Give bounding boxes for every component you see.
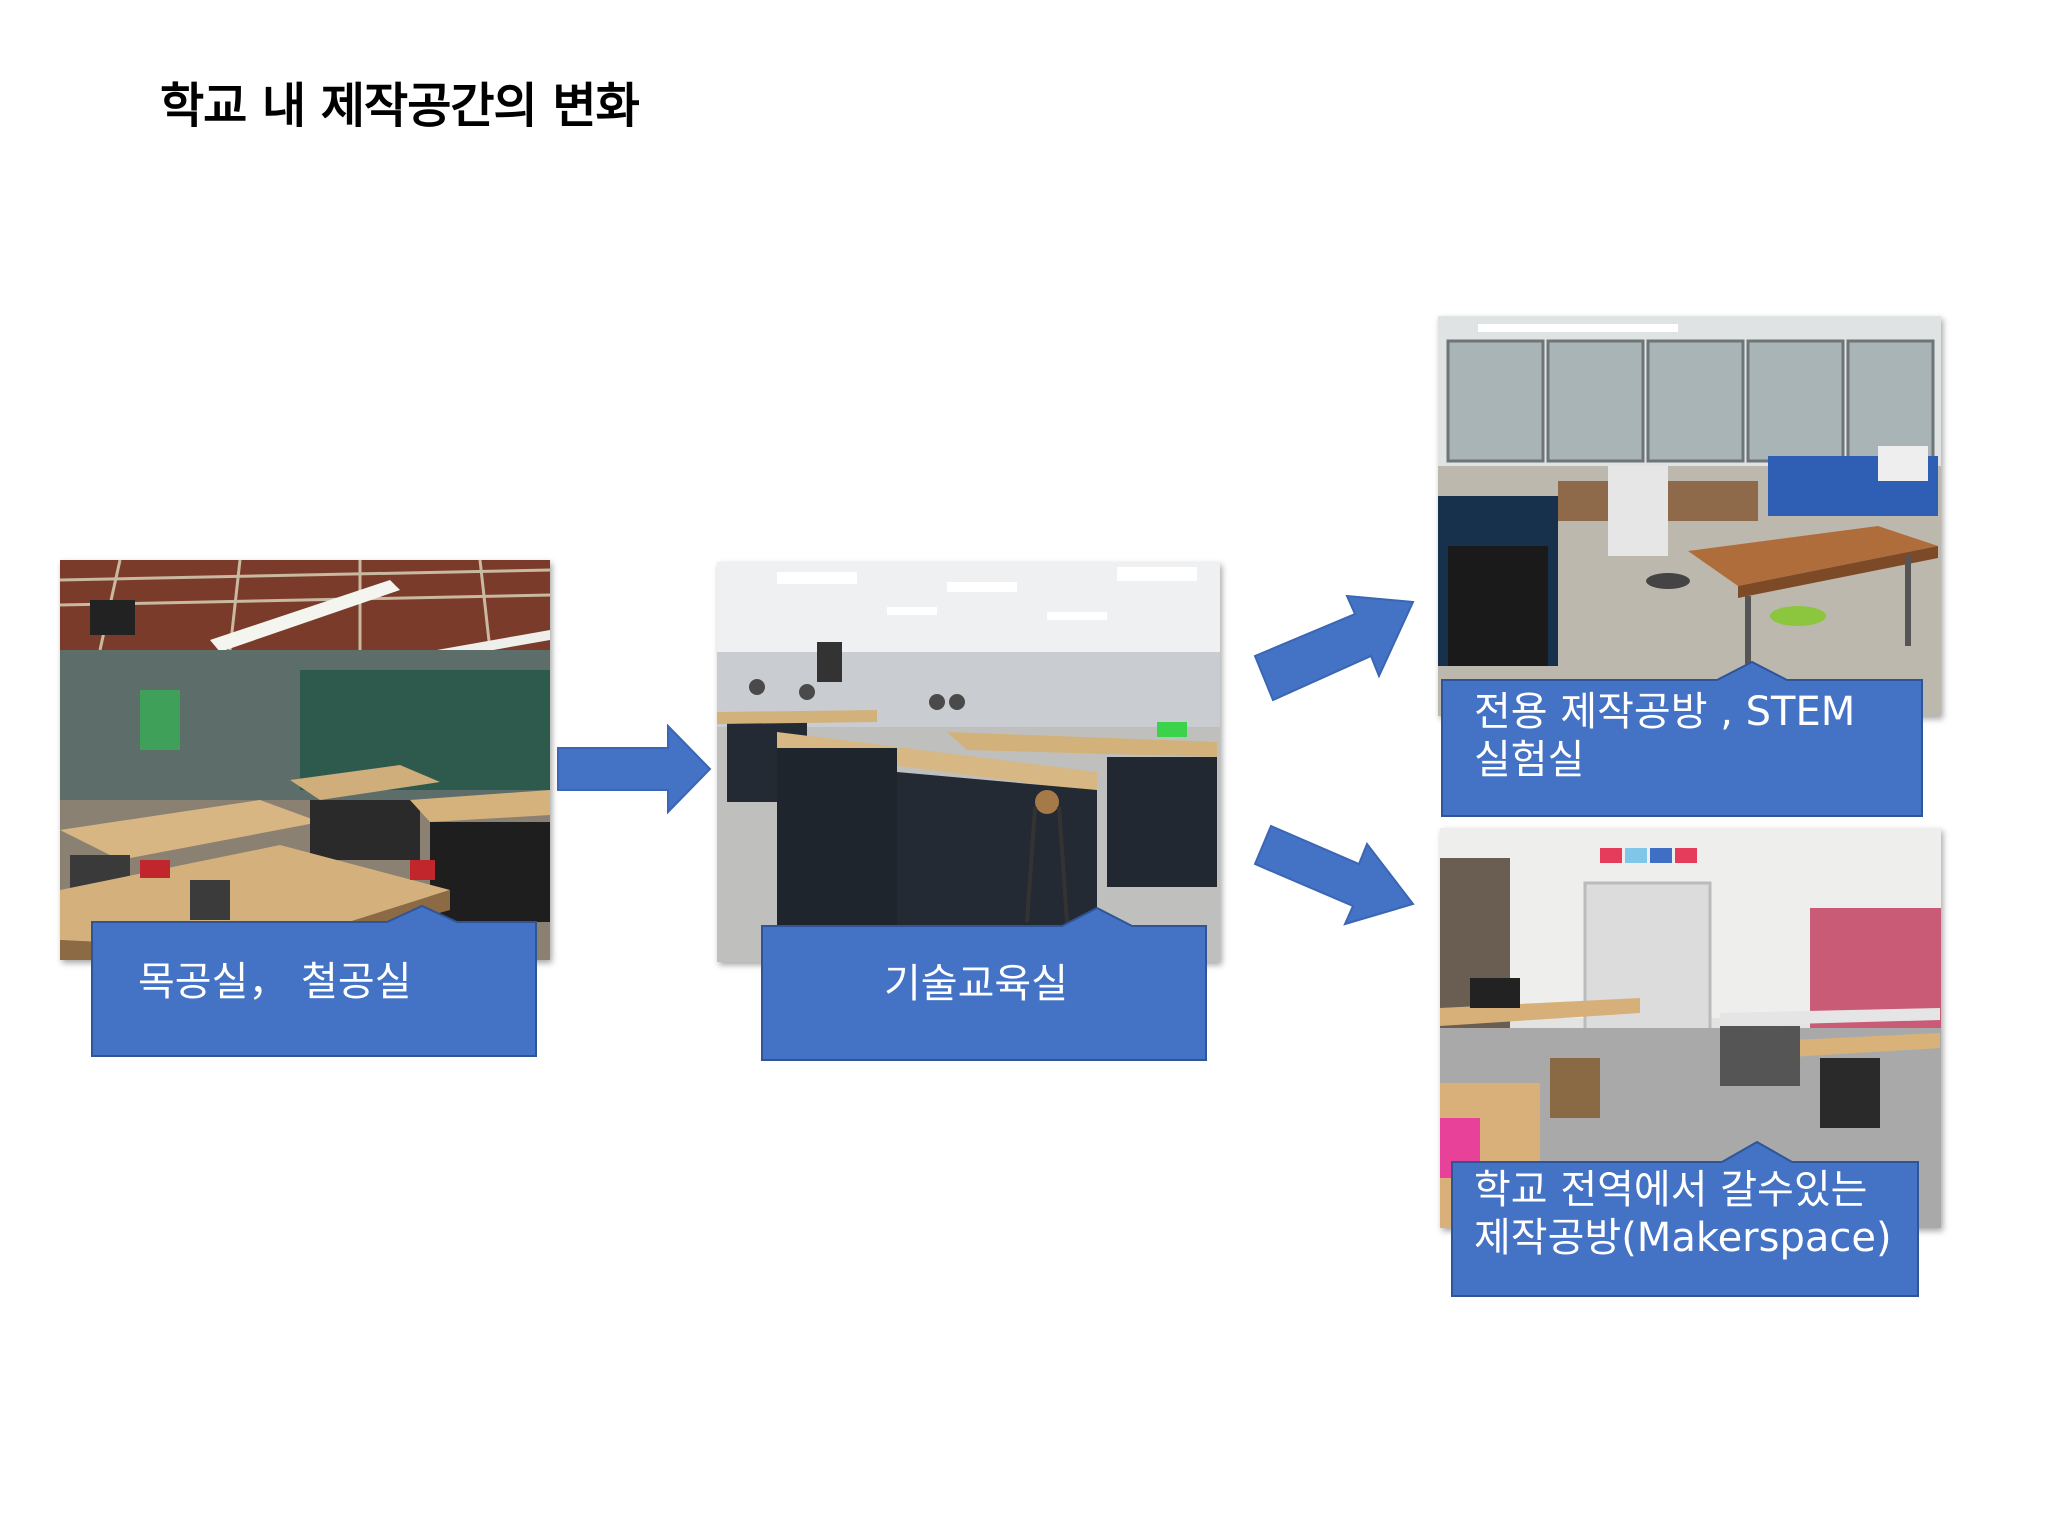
callout-stem-lab-line1: 전용 제작공방 , STEM <box>1474 689 1856 735</box>
callout-stem-lab: 전용 제작공방 , STEM 실험실 <box>1441 660 1923 817</box>
photo-stem-lab <box>1438 316 1941 716</box>
callout-woodshop: 목공실， 철공실 <box>91 904 537 1057</box>
photo-woodshop <box>60 560 550 960</box>
arrow-stage1-to-stage2 <box>557 723 712 815</box>
callout-stem-lab-line2: 실험실 <box>1474 737 1585 783</box>
arrow-to-makerspace <box>1253 824 1415 926</box>
arrow-to-stem-lab <box>1253 594 1415 702</box>
callout-makerspace: 학교 전역에서 갈수있는 제작공방(Makerspace) <box>1451 1140 1919 1297</box>
callout-tech-classroom-label: 기술교육실 <box>884 961 1068 1007</box>
callout-makerspace-line1: 학교 전역에서 갈수있는 <box>1474 1167 1868 1213</box>
callout-woodshop-label: 목공실， 철공실 <box>138 959 412 1005</box>
callout-makerspace-line2: 제작공방(Makerspace) <box>1474 1215 1892 1261</box>
page-title: 학교 내 제작공간의 변화 <box>160 78 640 134</box>
callout-tech-classroom: 기술교육실 <box>761 906 1207 1061</box>
photo-tech-classroom <box>717 562 1220 962</box>
